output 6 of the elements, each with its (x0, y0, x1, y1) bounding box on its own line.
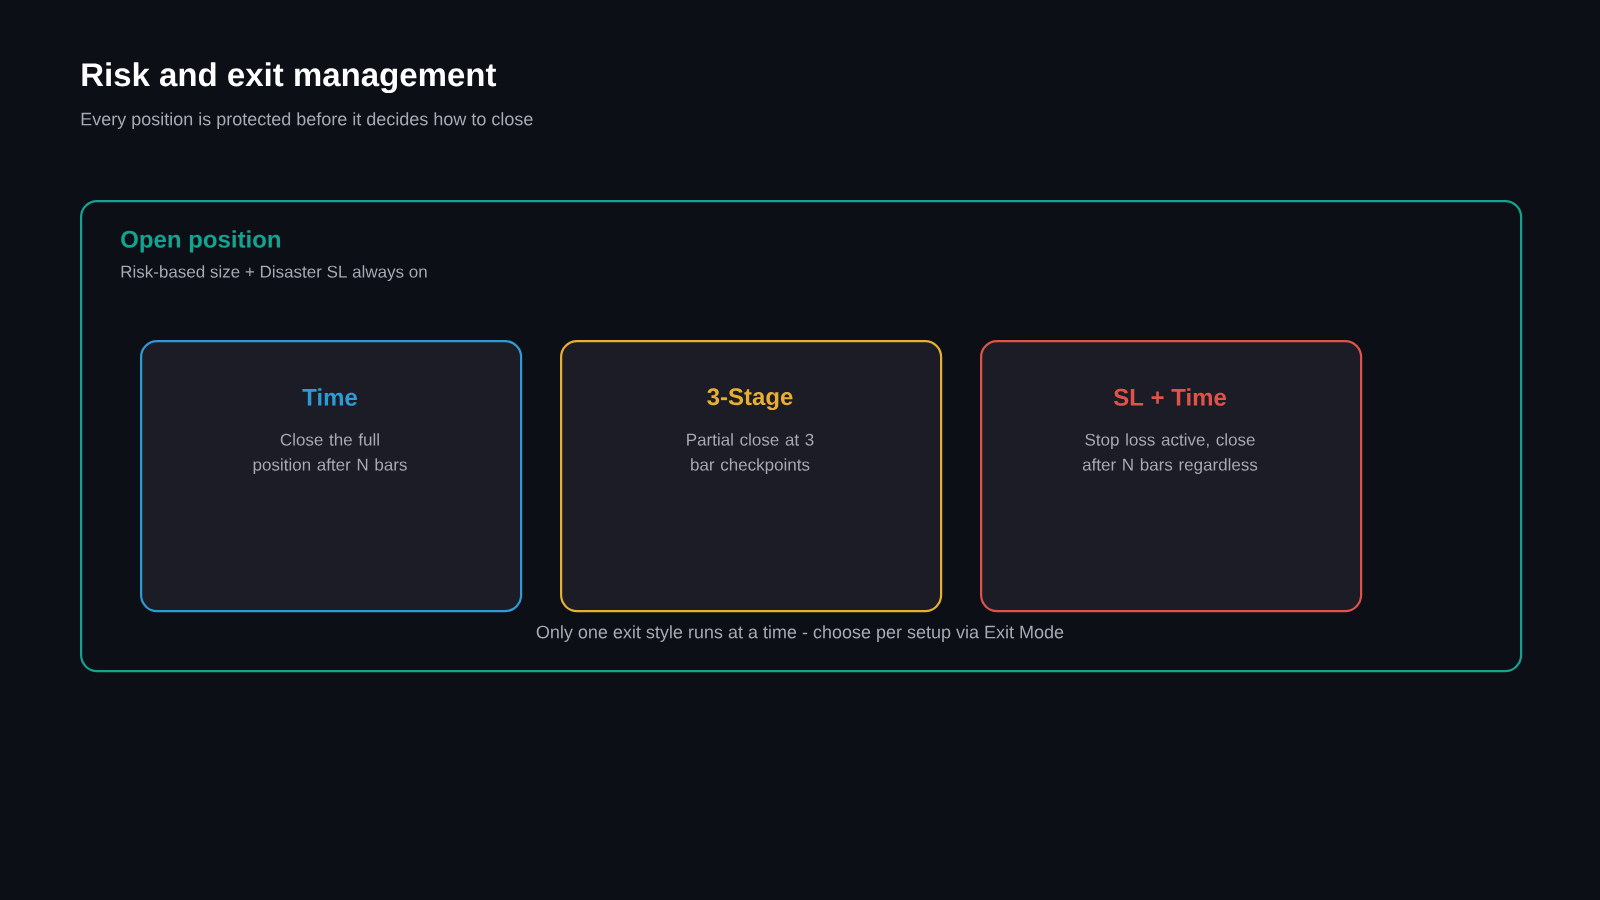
subtitle: Every position is protected before it decides how to close (81, 112, 533, 129)
card: 3-Stage Partial close at 3 bar checkpoints (560, 340, 943, 613)
card: SL + Time Stop loss active, close after N bars regardless (980, 340, 1363, 613)
card: Time Close the full position after N bars (140, 340, 523, 613)
note: Only one exit style runs at a time - choose per setup via Exit Mode (536, 625, 1064, 642)
title: Risk and exit management (82, 62, 497, 94)
